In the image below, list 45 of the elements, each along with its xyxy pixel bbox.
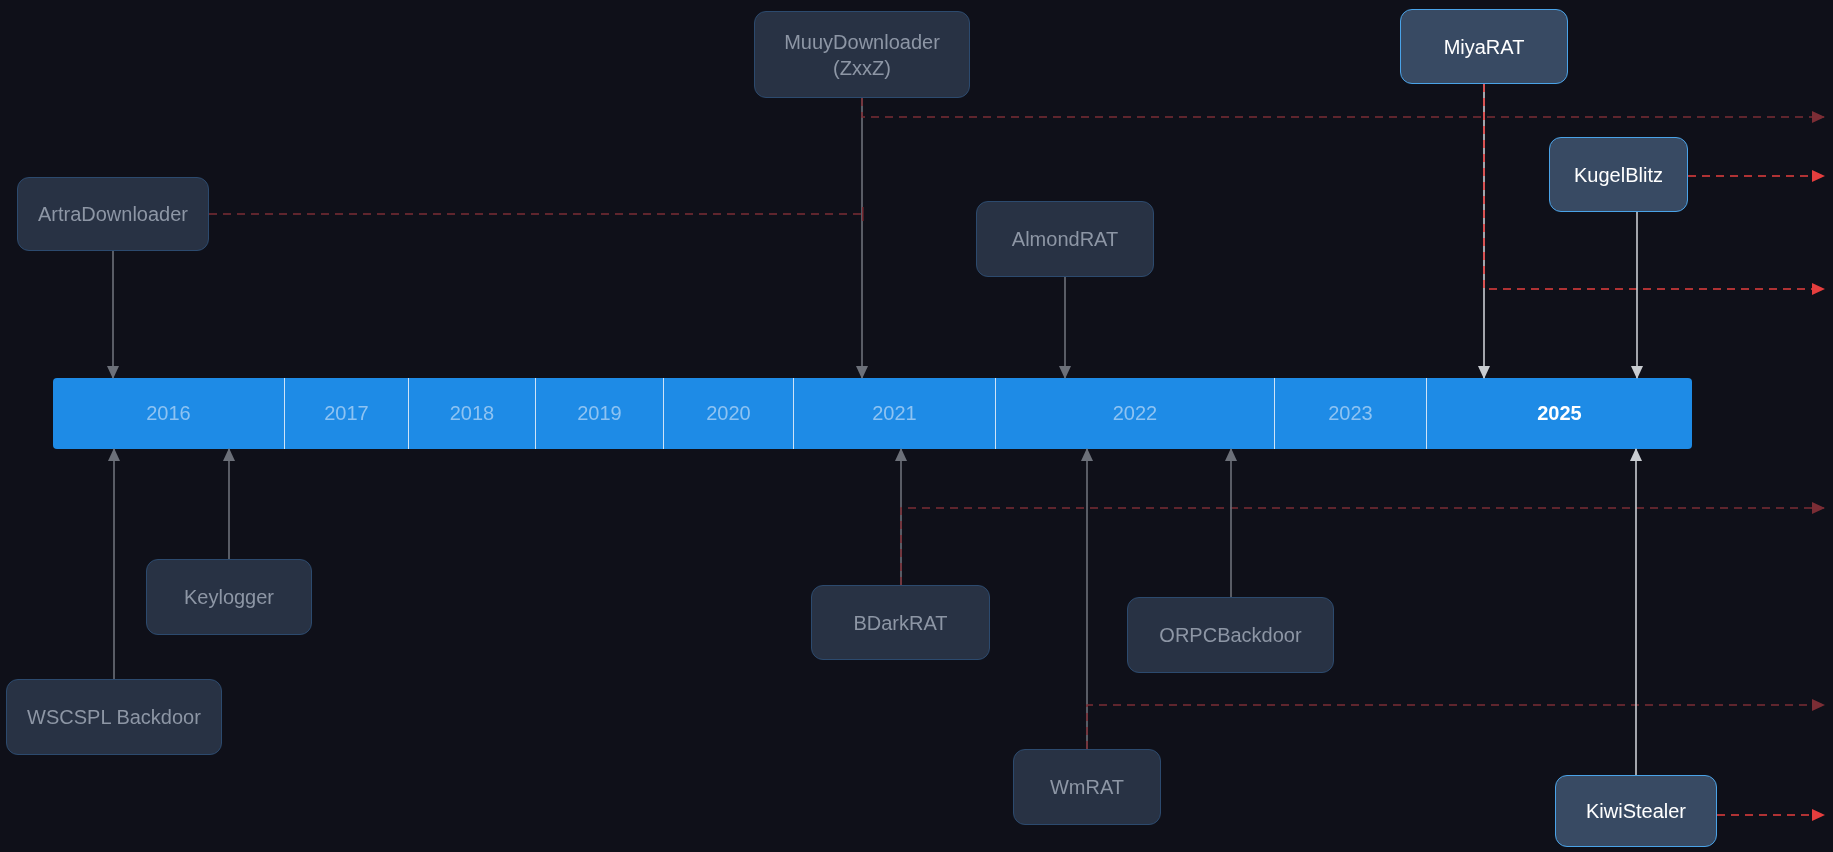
arrow [223,448,235,560]
malware-name: MiyaRAT [1443,34,1525,60]
malware-box [754,11,970,98]
year-label: 2023 [1328,402,1373,425]
malware-name: Keylogger [183,585,275,610]
year-label: 2025 [1537,402,1582,425]
arrow [1630,448,1642,776]
malware-name: BDarkRAT [853,610,948,636]
arrow [107,250,119,379]
malware-box [1555,775,1717,847]
dashed-arrow [861,97,1825,123]
year-label: 2020 [706,402,751,425]
dashed-arrow [1716,809,1825,821]
malware-box [146,559,312,635]
malware-name: ORPCBackdoor [1159,623,1302,648]
malware-name: AlmondRAT [1011,227,1119,252]
year-label: 2016 [146,402,191,425]
malware-name: WSCSPL Backdoor [27,705,201,730]
malware-name: KiwiStealer [1585,799,1686,824]
malware-box [6,679,222,755]
malware-box [1013,749,1161,825]
dashed-arrow [1086,699,1825,750]
malware-box [811,585,990,660]
arrow [1059,276,1071,379]
malware-box [976,201,1154,277]
malware-name: WmRAT [1049,775,1125,800]
year-label: 2019 [577,402,622,425]
malware-box [1127,597,1334,673]
dashed-line [208,207,864,221]
year-label: 2017 [324,402,369,425]
malware-name: KugelBlitz [1574,162,1663,188]
arrow [108,448,120,680]
dashed-arrow [900,502,1825,586]
malware-name: MuuyDownloader (ZxxZ) [783,29,941,81]
arrow [1225,448,1237,598]
malware-box [17,177,209,251]
dashed-arrow [1483,83,1825,295]
year-label: 2018 [449,402,495,425]
malware-name: ArtraDownloader [37,202,189,227]
arrow [1631,211,1643,379]
dashed-arrow [1687,170,1825,182]
malware-box [1549,137,1688,212]
year-label: 2021 [872,402,917,425]
malware-box [1400,9,1568,84]
year-label: 2022 [1112,402,1158,425]
